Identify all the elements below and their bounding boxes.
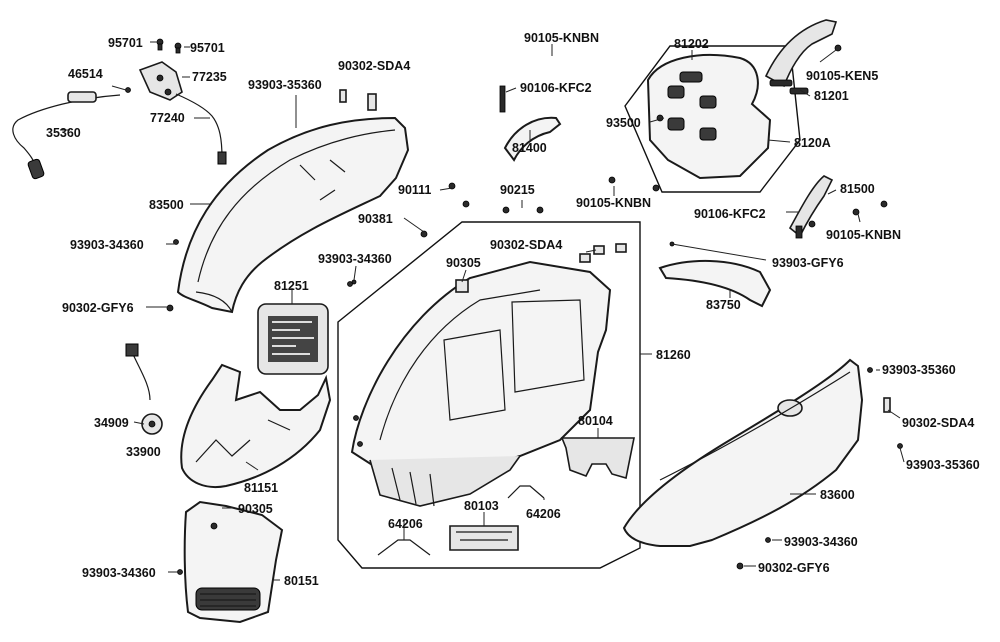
sticker-81251	[257, 303, 329, 375]
grab-rail-81201	[764, 19, 838, 95]
bolts-95701	[125, 38, 182, 93]
label-34909: 34909	[94, 416, 129, 430]
label-64206-b: 64206	[526, 507, 561, 521]
storage-box-frame	[337, 221, 641, 569]
label-33900: 33900	[126, 445, 161, 459]
rubber-80103	[449, 525, 519, 551]
cover-83750	[658, 259, 772, 308]
label-81260: 81260	[656, 348, 691, 362]
label-81400: 81400	[512, 141, 547, 155]
box-small-parts	[353, 243, 627, 447]
label-93903-34360-a: 93903-34360	[70, 238, 144, 252]
label-90106-kfc2-a: 90106-KFC2	[520, 81, 592, 95]
label-93903-gfy6: 93903-GFY6	[772, 256, 844, 270]
label-90105-knbn-a: 90105-KNBN	[524, 31, 599, 45]
label-81500: 81500	[840, 182, 875, 196]
label-90215: 90215	[500, 183, 535, 197]
label-35360: 35360	[46, 126, 81, 140]
label-81251: 81251	[274, 279, 309, 293]
label-93903-34360-c: 93903-34360	[784, 535, 858, 549]
label-81151: 81151	[244, 481, 278, 495]
label-93903-34360-d: 93903-34360	[82, 566, 156, 580]
label-80104: 80104	[578, 414, 613, 428]
part-labels: 95701 95701 46514 77235 35360 77240 9390…	[46, 31, 980, 588]
rear-carrier-frame	[624, 45, 801, 193]
label-81202: 81202	[674, 37, 709, 51]
label-90305-a: 90305	[446, 256, 481, 270]
sensor-34909	[125, 343, 163, 435]
label-83600: 83600	[820, 488, 855, 502]
bracket-77235	[138, 61, 227, 165]
label-83750: 83750	[706, 298, 741, 312]
label-77235: 77235	[192, 70, 227, 84]
side-cover-83600	[622, 358, 864, 547]
label-90105-knbn-c: 90105-KNBN	[826, 228, 901, 242]
label-80151: 80151	[284, 574, 319, 588]
storage-box-81260	[350, 260, 612, 507]
label-95701-a: 95701	[108, 36, 143, 50]
front-cover-83500	[176, 116, 410, 314]
strap-81500	[788, 175, 834, 239]
label-90106-kfc2-b: 90106-KFC2	[694, 207, 766, 221]
label-8120a: 8120A	[794, 136, 831, 150]
label-93903-34360-b: 93903-34360	[318, 252, 392, 266]
cable-35360	[12, 91, 121, 180]
label-77240: 77240	[150, 111, 185, 125]
clips-top	[295, 89, 377, 128]
label-64206-a: 64206	[388, 517, 423, 531]
label-95701-b: 95701	[190, 41, 225, 55]
label-93500: 93500	[606, 116, 641, 130]
label-46514: 46514	[68, 67, 103, 81]
label-93903-35360-a: 93903-35360	[248, 78, 322, 92]
leader-lines	[60, 41, 905, 581]
label-83500: 83500	[149, 198, 184, 212]
label-90105-ken5: 90105-KEN5	[806, 69, 878, 83]
label-90302-sda4-a: 90302-SDA4	[338, 59, 410, 73]
label-90111: 90111	[398, 183, 431, 197]
hinge-81400	[499, 85, 562, 162]
label-93903-35360-b: 93903-35360	[882, 363, 956, 377]
label-90302-gfy6-a: 90302-GFY6	[62, 301, 134, 315]
label-90302-sda4-b: 90302-SDA4	[490, 238, 562, 252]
label-81201: 81201	[814, 89, 849, 103]
label-90381: 90381	[358, 212, 393, 226]
label-90105-knbn-b: 90105-KNBN	[576, 196, 651, 210]
rear-carrier-8120A	[646, 53, 772, 180]
label-80103: 80103	[464, 499, 499, 513]
label-90302-gfy6-b: 90302-GFY6	[758, 561, 830, 575]
label-90302-sda4-c: 90302-SDA4	[902, 416, 974, 430]
rubber-80104	[560, 437, 635, 480]
inner-cover-81151	[180, 363, 332, 488]
lower-front-80151	[183, 500, 284, 624]
label-90305-b: 90305	[238, 502, 273, 516]
label-93903-35360-c: 93903-35360	[906, 458, 980, 472]
misc-bolts	[166, 44, 903, 575]
